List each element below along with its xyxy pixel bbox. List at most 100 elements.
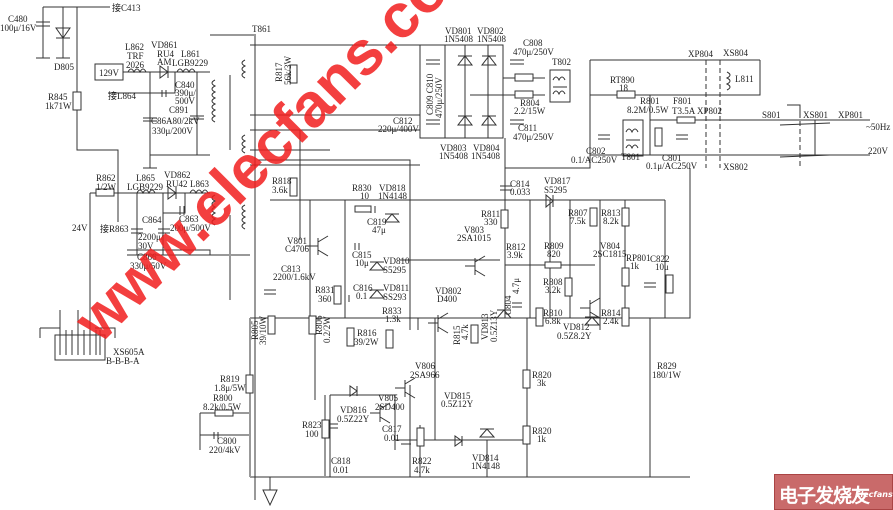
r816 [346, 327, 355, 347]
component-label: R833 [382, 306, 402, 316]
component-label: RP801 [626, 253, 651, 263]
component-label: 390μ/ [175, 88, 196, 98]
component-label: R808 [543, 277, 563, 287]
component-label: VD802 [477, 26, 504, 36]
component-label: V806 [415, 361, 435, 371]
r818 [289, 177, 298, 197]
component-label: RU42 [166, 179, 188, 189]
component-label: R862 [96, 173, 116, 183]
r831 [333, 285, 342, 305]
component-label: 330μ/200V [152, 126, 193, 136]
component-label: XP801 [838, 110, 863, 120]
component-label: LGB9229 [127, 182, 164, 192]
component-label: VD801 [445, 26, 472, 36]
component-label: 0.2/2W [322, 316, 332, 343]
component-label: C813 [281, 264, 301, 274]
component-label: VD861 [151, 40, 178, 50]
r804 [514, 90, 534, 99]
component-label: 0.5Z13Y [489, 309, 499, 342]
component-label: VD862 [164, 170, 191, 180]
component-label: VD802 [435, 286, 462, 296]
component-label: VD813 [480, 313, 490, 340]
component-label: C814 [510, 179, 530, 189]
rt890 [616, 90, 636, 99]
component-label: C802 [586, 146, 606, 156]
r807 [589, 207, 598, 227]
component-label: R831 [315, 285, 335, 295]
logo-text-en: Elecfans.com [855, 490, 893, 499]
r810 [535, 307, 544, 327]
component-label: R822 [412, 456, 432, 466]
component-label: C819 [367, 217, 387, 227]
component-label: 0.033 [510, 187, 531, 197]
component-label: 39/10W [258, 315, 268, 345]
rp801 [621, 267, 630, 287]
component-label: C801 [662, 153, 682, 163]
component-label: C817 [382, 424, 402, 434]
component-label: 220/4kV [209, 445, 241, 455]
component-label: 18 [619, 83, 629, 93]
logo-text-cn: 电子发烧友 [779, 485, 870, 507]
component-label: 10μ [655, 262, 669, 272]
component-label: VD810 [383, 256, 410, 266]
component-label: XP802 [697, 106, 722, 116]
component-label: T861 [252, 24, 271, 34]
component-label: 6.8k [545, 316, 561, 326]
component-label: L862 [125, 42, 144, 52]
component-label: 接C413 [112, 2, 141, 13]
elecfans-logo: 电子发烧友 Elecfans.com [774, 474, 893, 510]
component-label: 220V [868, 146, 889, 156]
component-label: C818 [331, 456, 351, 466]
component-label: XS802 [723, 162, 748, 172]
component-label: C480 [8, 14, 28, 24]
component-label: VD812 [563, 322, 590, 332]
component-label: V804 [600, 241, 620, 251]
r822 [416, 427, 425, 447]
r814 [621, 307, 630, 327]
component-label: 1.8μ/5W [214, 383, 246, 393]
r800 [214, 409, 234, 417]
component-label: 2SA1015 [457, 233, 492, 243]
component-label: 0.01 [333, 465, 349, 475]
component-label: 1N5408 [477, 34, 506, 44]
component-label: R823 [302, 420, 322, 430]
component-label: T3.5A [672, 106, 696, 116]
component-label: TRF [127, 51, 144, 61]
component-label: 0.5Z22Y [337, 414, 370, 424]
component-label: C863 [179, 214, 199, 224]
component-label: 4.7μ [511, 278, 521, 294]
component-label: 3.2k [545, 285, 561, 295]
component-label: 2SD400 [375, 402, 405, 412]
component-label: 100μ/16V [0, 23, 37, 33]
component-label: 330μ/50V [130, 261, 167, 271]
component-label: 30V [138, 241, 154, 251]
component-label: S5295 [383, 265, 407, 275]
component-label: R810 [543, 308, 563, 318]
component-label: XS801 [803, 110, 828, 120]
component-label: R801 [640, 96, 660, 106]
component-label: R830 [352, 183, 372, 193]
transistors [305, 235, 601, 424]
component-label: 1N5408 [471, 151, 500, 161]
component-label: R806 [314, 315, 324, 335]
component-label: 1N5408 [439, 151, 468, 161]
component-label: C4706 [285, 244, 310, 254]
component-label: 0.01 [384, 433, 400, 443]
component-label: 10μ [355, 258, 369, 268]
component-label: 3.6k [272, 185, 288, 195]
component-label: C891 [169, 105, 189, 115]
ground-symbol [262, 489, 278, 507]
component-label: L863 [190, 179, 209, 189]
component-label: 0.5Z12Y [441, 399, 474, 409]
component-label: 2.4k [603, 316, 619, 326]
component-label: C800 [217, 436, 237, 446]
component-label: 0.5Z8.2Y [557, 331, 592, 341]
component-label: 24V [72, 223, 88, 233]
f801 [676, 116, 696, 124]
r813 [621, 207, 630, 227]
component-label: R811 [481, 209, 500, 219]
component-label: T802 [552, 57, 571, 67]
r808 [564, 277, 573, 297]
